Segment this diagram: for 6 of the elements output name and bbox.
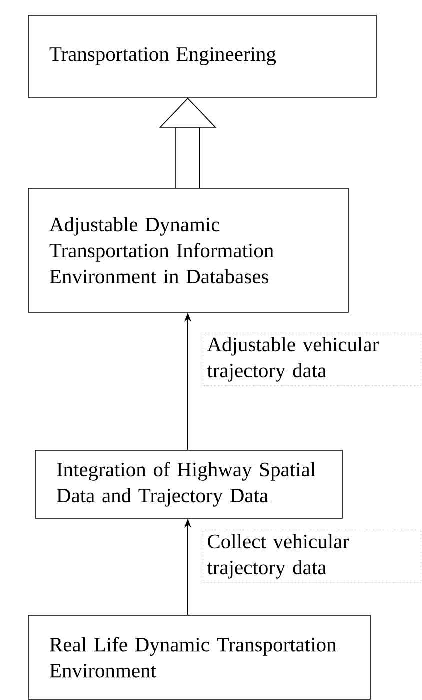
edge-label: Adjustable vehicular trajectory data [203,333,422,386]
process-box: Integration of Highway Spatial Data and Trajectory Data [35,450,343,519]
process-box: Adjustable Dynamic Transportation Information Environment in Databases [28,188,349,313]
process-box: Real Life Dynamic Transportation Environment [28,615,371,700]
process-box: Transportation Engineering [28,15,377,98]
edge-label: Collect vehicular trajectory data [203,530,422,584]
